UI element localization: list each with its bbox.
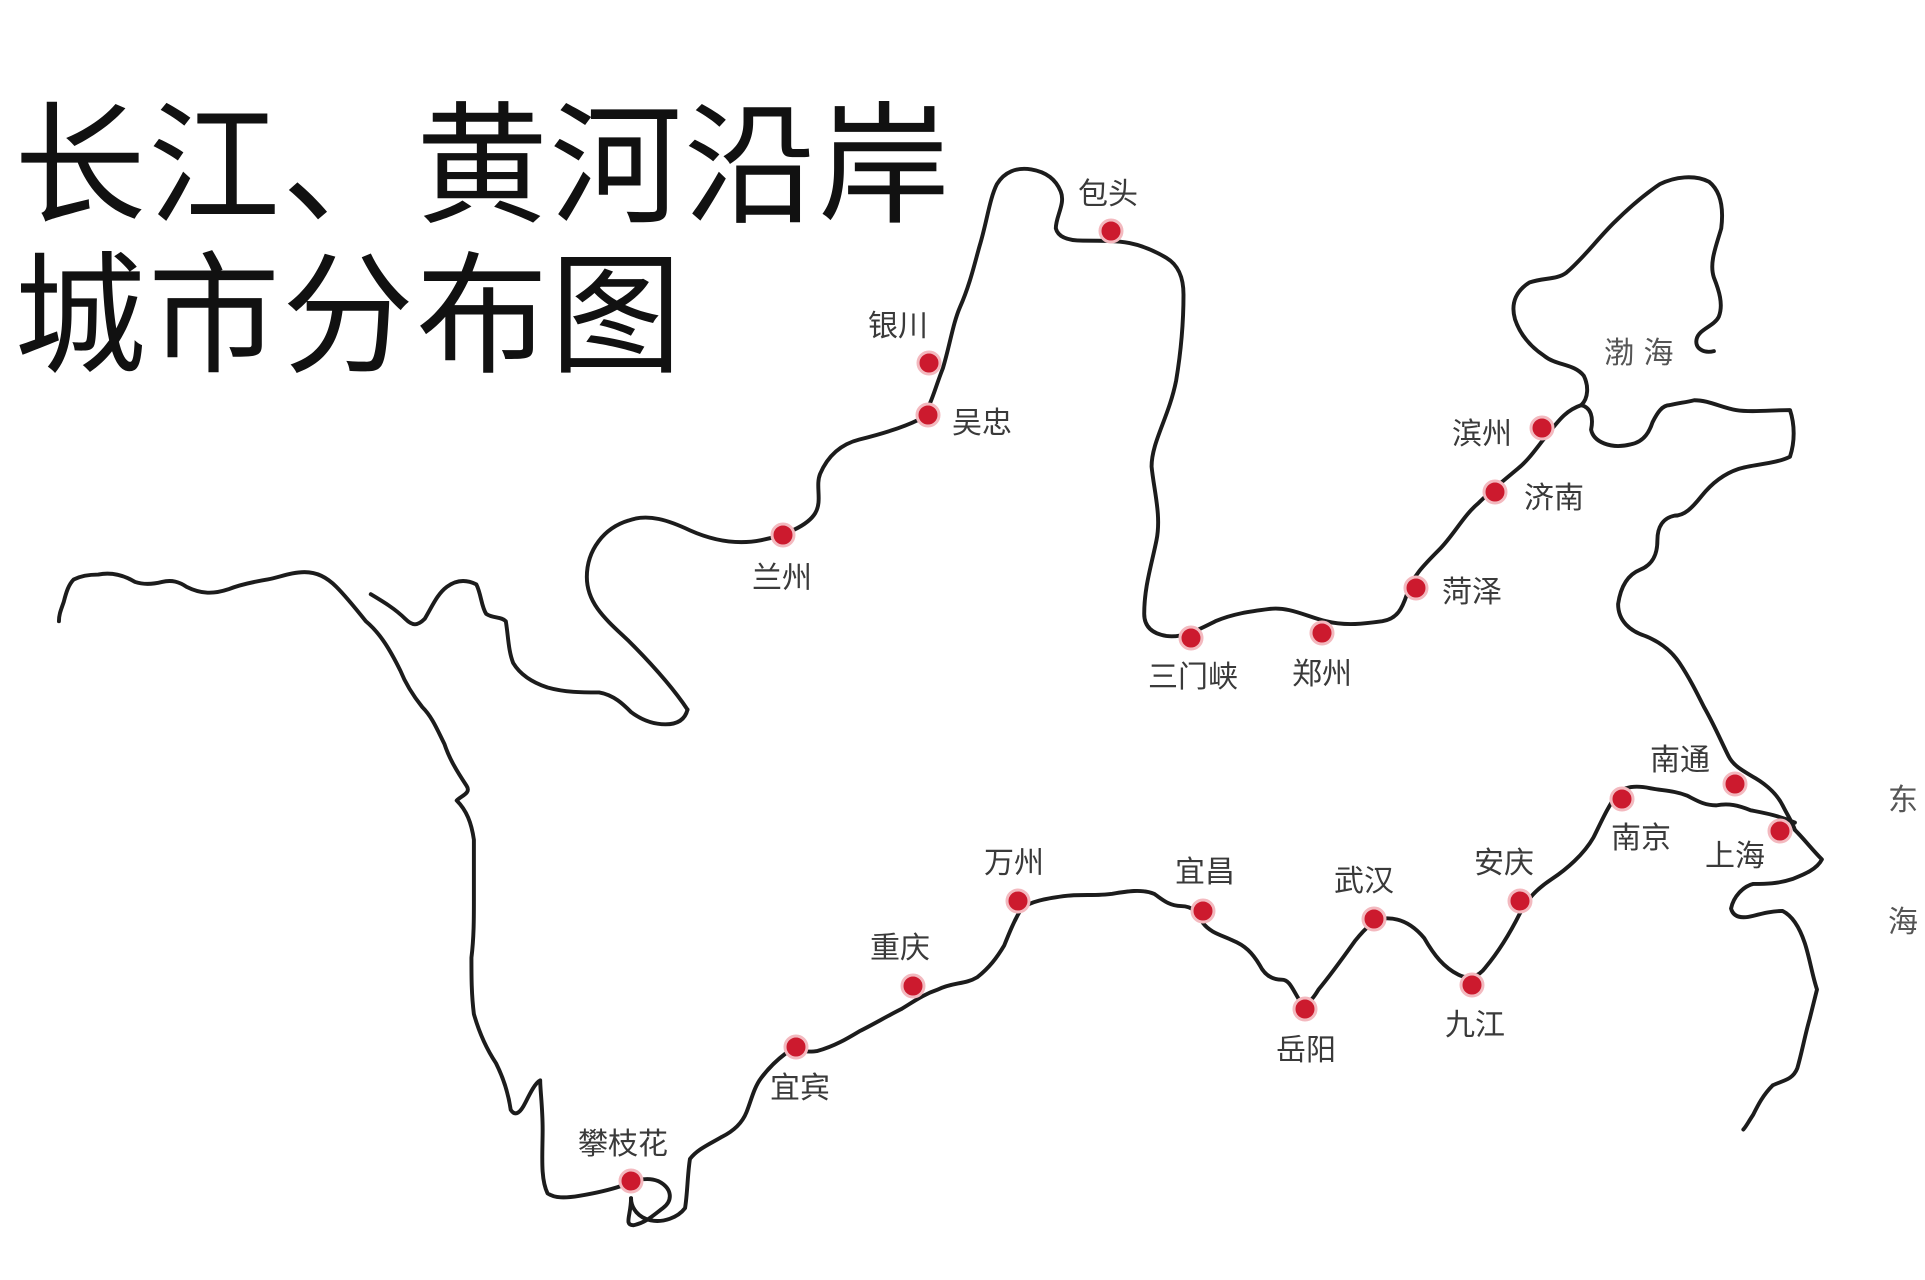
city-label-wuhan: 武汉 <box>1334 864 1394 899</box>
city-marker-zhengzhou[interactable] <box>1309 620 1335 646</box>
city-marker-sanmenxia[interactable] <box>1178 625 1204 651</box>
bohai-coastline <box>1511 175 1725 408</box>
city-label-nantong: 南通 <box>1650 743 1710 778</box>
yellow-river-line <box>584 166 1584 712</box>
city-marker-heze[interactable] <box>1403 575 1429 601</box>
wei-river-outline <box>368 579 690 727</box>
east-china-coastline <box>1729 827 1824 1132</box>
city-marker-yibin[interactable] <box>783 1034 809 1060</box>
city-marker-anqing[interactable] <box>1507 888 1533 914</box>
city-marker-wuzhong[interactable] <box>915 402 941 428</box>
city-marker-nantong[interactable] <box>1722 771 1748 797</box>
city-marker-panzhihua[interactable] <box>618 1168 644 1194</box>
city-label-baotou: 包头 <box>1078 177 1138 212</box>
city-label-sanmenxia: 三门峡 <box>1148 660 1238 695</box>
city-label-wanzhou: 万州 <box>984 846 1044 881</box>
sea-label-bohai: 渤 海 <box>1604 336 1674 371</box>
city-label-shanghai: 上海 <box>1705 839 1765 874</box>
shandong-coastline <box>1579 398 1797 832</box>
sea-label-east-china-sea-2: 海 <box>1888 905 1918 940</box>
yellow-river-cities: 兰州 吴忠 银川 包头 三门峡 郑州 菏泽 济南 滨州 <box>752 177 1584 695</box>
city-marker-nanjing[interactable] <box>1609 786 1635 812</box>
city-label-yinchuan: 银川 <box>868 309 928 344</box>
city-marker-yichang[interactable] <box>1190 898 1216 924</box>
city-label-anqing: 安庆 <box>1474 846 1534 881</box>
city-marker-shanghai[interactable] <box>1767 818 1793 844</box>
map-title: 长江、黄河沿岸 城市分布图 <box>14 92 952 392</box>
city-marker-jinan[interactable] <box>1482 479 1508 505</box>
outlines <box>56 166 1824 1228</box>
city-label-jinan: 济南 <box>1524 481 1584 516</box>
city-label-nanjing: 南京 <box>1611 821 1671 856</box>
city-label-wuzhong: 吴忠 <box>952 406 1012 441</box>
city-label-chongqing: 重庆 <box>870 931 930 966</box>
city-label-lanzhou: 兰州 <box>752 561 812 596</box>
city-marker-baotou[interactable] <box>1098 218 1124 244</box>
city-label-yueyang: 岳阳 <box>1276 1033 1336 1068</box>
city-label-binzhou: 滨州 <box>1452 417 1512 452</box>
yangtze-cities: 攀枝花 宜宾 重庆 万州 宜昌 岳阳 武汉 九江 安庆 南京 南通 上海 <box>578 743 1793 1194</box>
city-label-yichang: 宜昌 <box>1175 855 1235 890</box>
city-label-jiujiang: 九江 <box>1445 1008 1505 1043</box>
city-label-panzhihua: 攀枝花 <box>578 1127 668 1162</box>
city-label-yibin: 宜宾 <box>770 1071 830 1106</box>
city-marker-jiujiang[interactable] <box>1459 972 1485 998</box>
city-marker-yueyang[interactable] <box>1292 996 1318 1022</box>
sea-label-east-china-sea-1: 东 <box>1888 783 1918 818</box>
jinsha-outline <box>56 570 672 1228</box>
city-label-zhengzhou: 郑州 <box>1292 657 1352 692</box>
city-marker-yinchuan[interactable] <box>916 350 942 376</box>
city-label-heze: 菏泽 <box>1442 575 1502 610</box>
city-marker-chongqing[interactable] <box>900 973 926 999</box>
city-marker-wanzhou[interactable] <box>1005 888 1031 914</box>
city-marker-wuhan[interactable] <box>1361 906 1387 932</box>
title-line-1: 长江、黄河沿岸 <box>14 90 952 244</box>
city-marker-binzhou[interactable] <box>1529 415 1555 441</box>
title-line-2: 城市分布图 <box>14 240 684 394</box>
city-marker-lanzhou[interactable] <box>770 522 796 548</box>
